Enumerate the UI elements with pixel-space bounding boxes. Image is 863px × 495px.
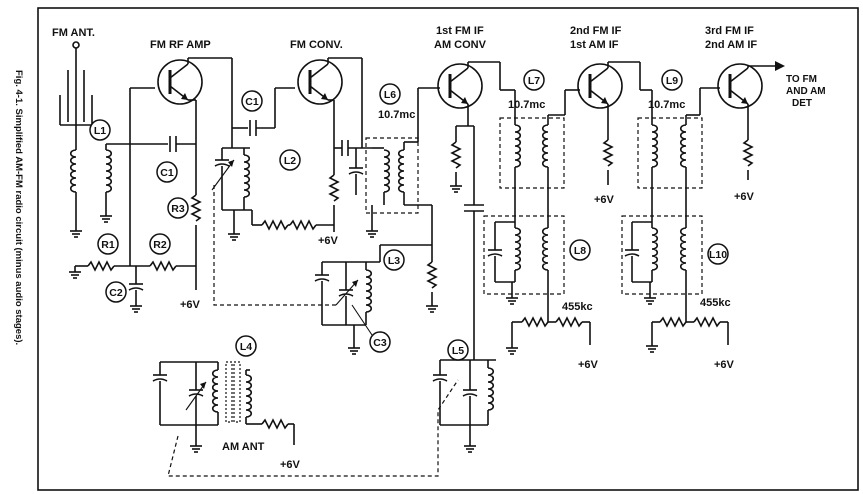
freq-l9: 10.7mc: [648, 99, 685, 111]
label-am-ant: AM ANT: [222, 441, 265, 453]
supply-fm-conv: +6V: [318, 235, 339, 247]
figure-caption: Fig. 4-1. Simplified AM-FM radio circuit…: [13, 70, 24, 345]
label-c2: C2: [109, 287, 123, 299]
label-r3: R3: [171, 203, 185, 215]
supply-if3: +6V: [734, 191, 755, 203]
label-fm-rf-amp: FM RF AMP: [150, 39, 211, 51]
freq-l6: 10.7mc: [378, 109, 415, 121]
label-c3: C3: [373, 337, 387, 349]
label-c1-upper: C1: [245, 96, 259, 108]
freq-l8: 455kc: [562, 301, 593, 313]
l5-am-oscillator-tank-icon: [432, 359, 496, 453]
label-r1: R1: [101, 239, 115, 251]
label-l9: L9: [666, 75, 678, 87]
fm-conv-transistor-icon: [296, 58, 344, 106]
l1-coil-icon: [69, 128, 130, 238]
label-l1: L1: [94, 125, 106, 137]
l7-if-transformer-icon: [514, 90, 549, 192]
l9-if-transformer-icon: [651, 90, 687, 192]
label-l7: L7: [528, 75, 540, 87]
label-if2-line1: 2nd FM IF: [570, 25, 622, 37]
freq-l10: 455kc: [700, 297, 731, 309]
l10-am-if-transformer-icon: [624, 192, 687, 322]
supply-am-ant: +6V: [280, 459, 301, 471]
label-if2-line2: 1st AM IF: [570, 39, 619, 51]
label-if3-line1: 3rd FM IF: [705, 25, 754, 37]
label-if1-line1: 1st FM IF: [436, 25, 484, 37]
fm-rf-amp-transistor-icon: [156, 58, 204, 106]
supply-rf-amp: +6V: [180, 299, 201, 311]
label-l8: L8: [574, 245, 586, 257]
supply-l10: +6V: [714, 359, 735, 371]
l4-am-antenna-icon: [152, 361, 295, 453]
label-l5: L5: [452, 345, 464, 357]
label-output-3: DET: [792, 98, 812, 109]
label-output-2: AND AM: [786, 86, 826, 97]
if2-transistor-icon: [576, 62, 624, 110]
figure-border: [37, 7, 859, 491]
l2-tank-icon: [211, 128, 252, 241]
fm-antenna-icon: [59, 41, 93, 128]
if1-am-conv-transistor-icon: [436, 62, 484, 110]
label-l3: L3: [388, 255, 400, 267]
label-fm-ant: FM ANT.: [52, 27, 95, 39]
label-r2: R2: [153, 239, 167, 251]
l6-if-transformer-icon: [365, 142, 405, 238]
label-l4: L4: [240, 341, 252, 353]
if3-transistor-icon: [716, 62, 764, 110]
label-l2: L2: [284, 155, 296, 167]
label-output-1: TO FM: [786, 74, 817, 85]
l8-am-if-transformer-icon: [487, 192, 549, 322]
label-if3-line2: 2nd AM IF: [705, 39, 757, 51]
freq-l7: 10.7mc: [508, 99, 545, 111]
l3-oscillator-tank-icon: [314, 244, 432, 355]
label-l6: L6: [384, 89, 396, 101]
label-if1-line2: AM CONV: [434, 39, 487, 51]
label-l10: L10: [709, 249, 727, 261]
supply-if2: +6V: [594, 194, 615, 206]
label-fm-conv: FM CONV.: [290, 39, 343, 51]
supply-l8: +6V: [578, 359, 599, 371]
label-c1-lower: C1: [160, 167, 174, 179]
